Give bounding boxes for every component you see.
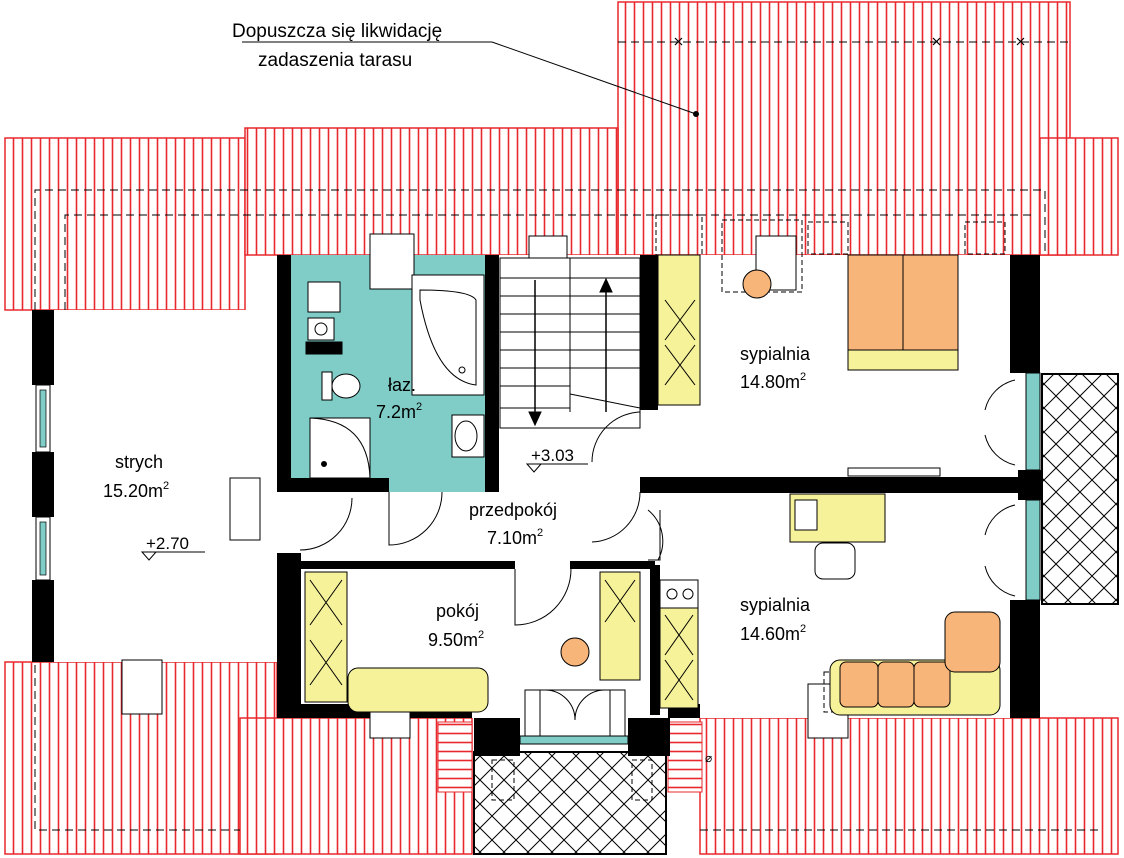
bedroom1-furniture (657, 254, 959, 477)
note-line-1: Dopuszcza się likwidację (232, 21, 442, 42)
bedroom2-area: 14.60m2 (740, 623, 806, 644)
balcony-right (1041, 373, 1119, 605)
stair-level: +3.03 (531, 446, 574, 465)
roof-right-top (1039, 137, 1119, 256)
roof-bottom-right (699, 717, 1119, 855)
walls (32, 255, 1042, 756)
bedroom2-name: sypialnia (740, 595, 811, 615)
staircase (499, 257, 641, 429)
roof-bottom-left (239, 717, 473, 855)
room-furniture (304, 571, 641, 713)
room-area: 9.50m2 (428, 629, 484, 650)
attic-name: strych (115, 452, 163, 472)
roof-left-top (4, 137, 246, 311)
hall-area: 7.10m2 (487, 527, 543, 548)
balcony-bottom (473, 751, 667, 855)
room-name: pokój (436, 601, 479, 621)
chimney-symbol: ⌀ (705, 751, 712, 765)
bathroom-name: łaz. (388, 375, 416, 395)
roof-gable-right (667, 721, 703, 793)
roof-gable-left (437, 721, 473, 793)
attic-area-label: 15.20m2 (103, 480, 169, 501)
doors (229, 379, 1016, 737)
bedroom1-name: sypialnia (740, 344, 811, 364)
bedroom2-furniture (659, 493, 1001, 716)
attic-level: +2.70 (146, 534, 189, 553)
roof (4, 1, 1119, 855)
note-leader (242, 41, 699, 117)
roof-middle-top (244, 127, 619, 256)
bathroom-fixtures (305, 274, 485, 479)
bedroom1-area: 14.80m2 (740, 371, 806, 392)
bathroom-area: 7.2m2 (376, 401, 422, 422)
roof-terrace-top (617, 1, 1071, 256)
hall-name: przedpokój (469, 500, 557, 520)
windows (35, 372, 1041, 745)
level-markers (140, 463, 588, 561)
note-line-2: zadaszenia tarasu (258, 50, 412, 71)
